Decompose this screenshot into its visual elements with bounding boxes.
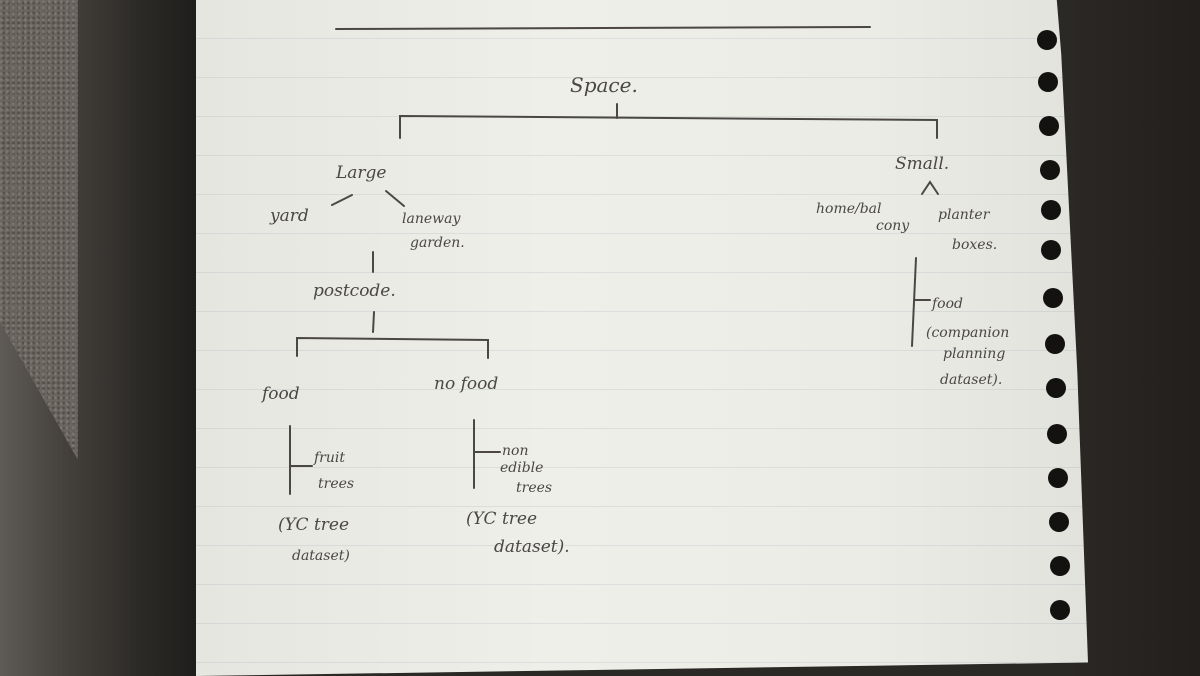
binder-hole — [1045, 334, 1065, 354]
binder-hole — [1049, 512, 1069, 532]
node-boxes: boxes. — [952, 237, 997, 253]
connector-food — [289, 425, 313, 495]
connector-small — [921, 180, 939, 195]
node-companion: (companion — [926, 325, 1009, 341]
binder-hole — [1050, 556, 1070, 576]
node-yc-tree-2: (YC tree — [466, 509, 537, 529]
node-dataset-3: dataset). — [940, 372, 1002, 388]
binder-hole — [1043, 288, 1063, 308]
node-dataset-1: dataset) — [292, 548, 350, 564]
node-trees: trees — [318, 476, 354, 492]
node-no-food: no food — [434, 374, 498, 394]
connector-small-food — [911, 257, 931, 347]
binder-hole — [1039, 116, 1059, 136]
node-trees-2: trees — [516, 480, 552, 496]
binder-hole — [1050, 600, 1070, 620]
binder-hole — [1047, 424, 1067, 444]
binder-hole — [1040, 160, 1060, 180]
node-yc-tree-1: (YC tree — [278, 515, 349, 535]
carpet-texture — [0, 0, 78, 460]
node-planning: planning — [943, 346, 1005, 362]
node-small: Small. — [895, 154, 949, 174]
node-cony: cony — [876, 218, 910, 234]
node-planter: planter — [938, 207, 991, 223]
bracket-postcode — [296, 336, 489, 359]
connector-large-laneway — [385, 190, 405, 207]
connector-postcode-split — [372, 311, 375, 333]
desk-surface-right — [1075, 0, 1200, 676]
connector-no-food — [473, 419, 501, 489]
binder-hole — [1048, 468, 1068, 488]
node-food: food — [260, 384, 300, 404]
node-small-food: food — [931, 296, 963, 312]
node-non: non — [502, 443, 528, 459]
connector-large-yard — [331, 194, 353, 206]
node-space: Space. — [570, 73, 638, 97]
binder-hole — [1038, 72, 1058, 92]
bracket-space — [399, 114, 938, 139]
node-garden: garden. — [410, 235, 465, 251]
node-dataset-2: dataset). — [494, 537, 570, 557]
node-large: Large — [335, 163, 387, 183]
node-home-balcony: home/bal — [816, 201, 882, 217]
binder-hole — [1041, 240, 1061, 260]
binder-hole — [1046, 378, 1066, 398]
node-postcode: postcode. — [313, 281, 396, 301]
node-fruit: fruit — [313, 450, 345, 466]
binder-hole — [1037, 30, 1057, 50]
node-yard: yard — [269, 206, 309, 226]
node-laneway: laneway — [402, 211, 461, 227]
binder-hole — [1041, 200, 1061, 220]
node-edible: edible — [500, 460, 543, 476]
top-rule-line — [335, 26, 871, 30]
